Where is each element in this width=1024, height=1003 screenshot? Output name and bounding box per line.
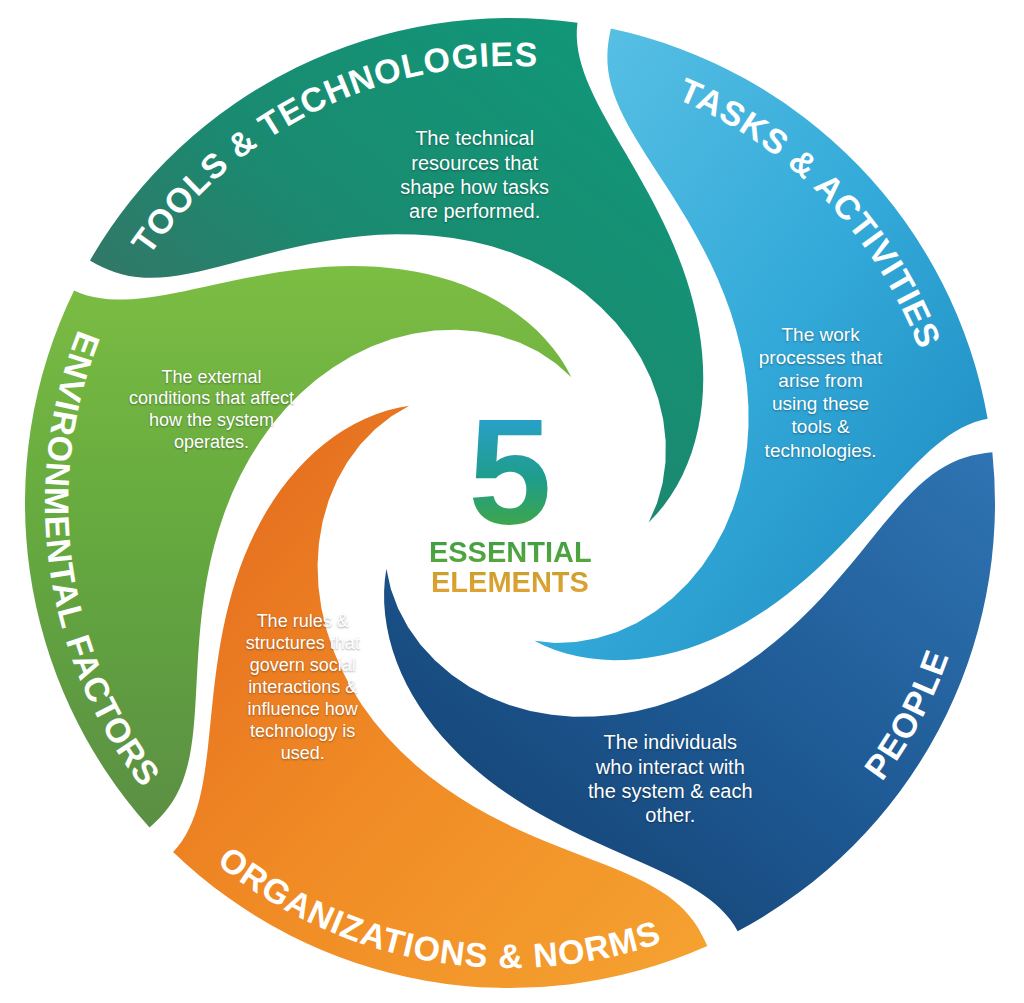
element-heading: ORGANIZATIONS & NORMS xyxy=(212,839,665,975)
blade-fill xyxy=(173,406,707,988)
pinwheel-blade: ORGANIZATIONS & NORMS The rules & structu… xyxy=(171,403,710,990)
element-description: The individuals who interact with the sy… xyxy=(588,730,753,828)
center-heading: 5ESSENTIAL ELEMENTS xyxy=(429,408,591,598)
element-description: The technical resources that shape how t… xyxy=(387,126,562,224)
center-number: 5 xyxy=(468,408,551,537)
center-title: ESSENTIAL ELEMENTS xyxy=(429,537,591,598)
element-heading: PEOPLE xyxy=(857,645,956,787)
element-heading: TASKS & ACTIVITIES xyxy=(674,70,949,353)
element-description: The external conditions that affect how … xyxy=(119,367,304,455)
element-description: The rules & structures that govern socia… xyxy=(228,611,378,765)
element-description: The work processes that arise from using… xyxy=(758,323,883,462)
